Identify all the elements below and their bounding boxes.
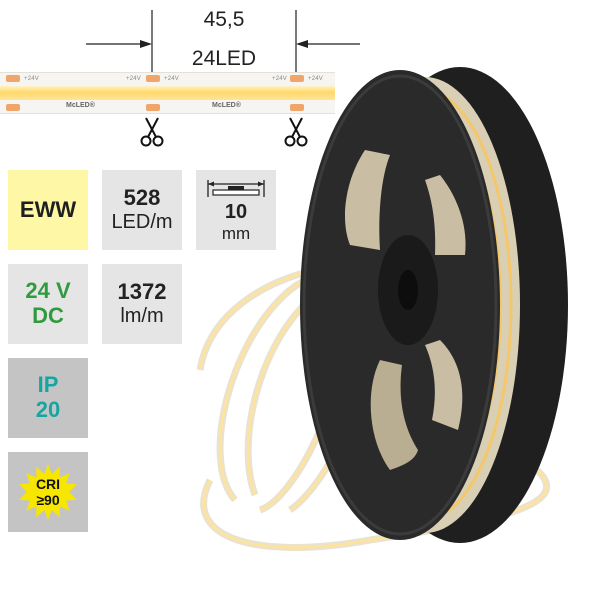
luminous-flux-tile: 1372 lm/m — [102, 264, 182, 344]
strip-voltage-mark-1: +24V — [24, 76, 39, 82]
led-density-tile: 528 LED/m — [102, 170, 182, 250]
cri-tile: CRI ≥90 — [8, 452, 88, 532]
reel-window — [345, 150, 390, 250]
color-temperature-tile: EWW — [8, 170, 88, 250]
strip-voltage-mark-3: +24V — [164, 76, 179, 82]
reel-window — [425, 175, 466, 255]
strip-voltage-mark-4: +24V — [272, 76, 287, 82]
voltage-tile: 24 V DC — [8, 264, 88, 344]
strip-brand-mark-2: McLED® — [212, 102, 241, 109]
ip-rating-label: IP — [37, 372, 59, 398]
voltage-value: 24 V — [25, 278, 71, 304]
dimension-lines — [86, 10, 360, 72]
cri-starburst-icon: CRI ≥90 — [19, 463, 77, 521]
strip-voltage-mark-5: +24V — [308, 76, 323, 82]
cut-length-label: 45,5 — [203, 8, 245, 31]
led-strip-reel-photo — [196, 67, 568, 551]
cut-led-count-label: 24LED — [191, 47, 257, 70]
reel-window — [425, 340, 463, 430]
color-temperature-value: EWW — [19, 196, 77, 222]
led-density-value: 528 — [123, 185, 161, 211]
reel-window — [370, 360, 418, 470]
strip-width-unit: mm — [221, 223, 251, 243]
strip-voltage-mark-2: +24V — [126, 76, 141, 82]
strip-brand-mark-1: McLED® — [66, 102, 95, 109]
voltage-type: DC — [32, 303, 64, 328]
strip-width-tile: 10 mm — [196, 170, 276, 250]
led-density-unit: LED/m — [111, 211, 173, 234]
scissors-icon — [284, 117, 308, 147]
cri-label: CRI — [35, 476, 61, 492]
scissors-icon — [140, 117, 164, 147]
ip-rating-tile: IP 20 — [8, 358, 88, 438]
strip-width-value: 10 — [224, 201, 248, 224]
luminous-flux-unit: lm/m — [120, 305, 164, 328]
ip-rating-value: 20 — [35, 397, 61, 422]
led-strip-preview: +24V +24V +24V +24V +24V McLED® McLED® — [0, 72, 335, 114]
led-emitting-band — [0, 86, 335, 100]
strip-width-icon — [207, 180, 265, 198]
luminous-flux-value: 1372 — [117, 279, 167, 305]
cri-value: ≥90 — [36, 492, 60, 508]
